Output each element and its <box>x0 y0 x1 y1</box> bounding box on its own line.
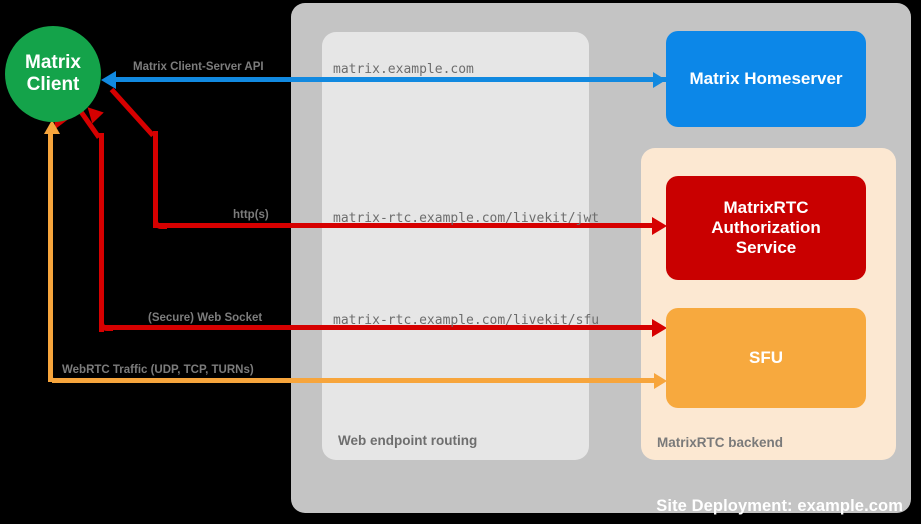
edge-webrtc-corner <box>48 370 61 383</box>
node-matrix-client-line1: Matrix <box>25 51 81 73</box>
edge-https-arrowhead-auth <box>652 216 667 235</box>
endpoint-livekit-jwt-url: matrix-rtc.example.com/livekit/jwt <box>333 211 600 226</box>
edge-https-line-horizontal <box>158 223 653 228</box>
matrixrtc-backend-label: MatrixRTC backend <box>657 435 784 450</box>
edge-webrtc-label: WebRTC Traffic (UDP, TCP, TURNs) <box>62 364 254 376</box>
edge-wss-line-vertical <box>99 133 104 332</box>
edge-wss-corner <box>99 317 113 331</box>
edge-https-diagonal <box>109 87 155 138</box>
node-matrix-client[interactable]: Matrix Client <box>5 26 101 122</box>
edge-https-label: http(s) <box>233 209 269 221</box>
edge-https-line-vertical <box>153 131 158 228</box>
node-sfu-label: SFU <box>749 347 783 367</box>
edge-cs-api-label: Matrix Client-Server API <box>133 61 264 73</box>
node-matrix-homeserver-label: Matrix Homeserver <box>689 68 843 88</box>
edge-https-corner <box>153 215 167 229</box>
edge-webrtc-line-horizontal <box>52 378 655 383</box>
web-endpoint-routing-label: Web endpoint routing <box>338 433 478 448</box>
web-endpoint-routing-container: Web endpoint routing <box>322 32 589 460</box>
edge-wss-label: (Secure) Web Socket <box>148 312 263 324</box>
node-sfu[interactable]: SFU <box>666 308 866 408</box>
node-auth-line2: Authorization <box>711 217 821 237</box>
node-matrix-homeserver[interactable]: Matrix Homeserver <box>666 31 866 127</box>
site-deployment-title: Site Deployment: example.com <box>656 497 903 515</box>
node-matrixrtc-authorization-service[interactable]: MatrixRTC Authorization Service <box>666 176 866 280</box>
edge-wss-line-horizontal <box>104 325 653 330</box>
endpoint-matrix-url: matrix.example.com <box>333 62 474 77</box>
endpoint-livekit-sfu-url: matrix-rtc.example.com/livekit/sfu <box>333 313 600 328</box>
edge-cs-api-line <box>116 77 666 82</box>
edge-webrtc-arrowhead-client <box>44 120 60 134</box>
edge-webrtc-arrowhead-sfu <box>654 372 667 389</box>
edge-webrtc-line-vertical <box>48 132 53 382</box>
edge-wss-arrowhead-sfu <box>652 318 667 337</box>
node-auth-line1: MatrixRTC <box>723 197 809 217</box>
node-matrix-client-line2: Client <box>26 74 80 95</box>
edge-cs-api-arrowhead-client <box>101 70 116 89</box>
node-auth-line3: Service <box>735 238 797 258</box>
edge-cs-api-arrowhead-homeserver <box>653 71 666 88</box>
